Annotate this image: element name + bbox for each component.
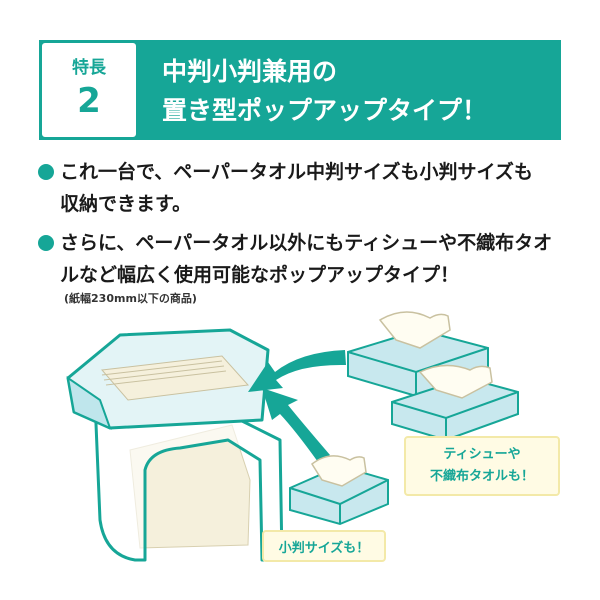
header-title: 中判小判兼用の 置き型ポップアップタイプ！ <box>162 52 552 130</box>
tissue-callout-line2: 不織布タオルも！ <box>429 469 534 484</box>
bullet-dot-icon <box>38 164 54 180</box>
header-title-line2: 置き型ポップアップタイプ！ <box>162 96 488 125</box>
tissue-callout: ティシューや 不織布タオルも！ <box>404 436 560 496</box>
small-paper-box-illustration <box>289 455 389 526</box>
small-size-callout: 小判サイズも！ <box>262 530 386 562</box>
feature-badge-number: 2 <box>77 80 101 121</box>
bullet-dot-icon <box>38 235 54 251</box>
feature-badge-label: 特長 <box>72 57 106 78</box>
bullet-item-1: これ一台で、ペーパータオル中判サイズも小判サイズも 収納できます。 <box>38 156 568 220</box>
bullet-2-line2: ルなど幅広く使用可能なポップアップタイプ！ <box>60 264 460 286</box>
bullet-1-line1: これ一台で、ペーパータオル中判サイズも小判サイズも <box>60 161 533 183</box>
bullet-1-line2: 収納できます。 <box>60 193 192 215</box>
arrow-icon <box>248 350 346 462</box>
bullet-item-2: さらに、ペーパータオル以外にもティシューや不織布タオ ルなど幅広く使用可能なポッ… <box>38 227 568 291</box>
tissue-callout-line1: ティシューや <box>443 447 521 462</box>
towel-box-illustration <box>391 364 519 442</box>
bullet-2-line1: さらに、ペーパータオル以外にもティシューや不織布タオ <box>60 232 553 254</box>
header-title-line1: 中判小判兼用の <box>162 57 338 86</box>
dispenser-illustration <box>66 328 284 562</box>
paper-width-note: (紙幅230mm以下の商品) <box>64 292 197 305</box>
feature-badge: 特長 2 <box>39 40 139 140</box>
